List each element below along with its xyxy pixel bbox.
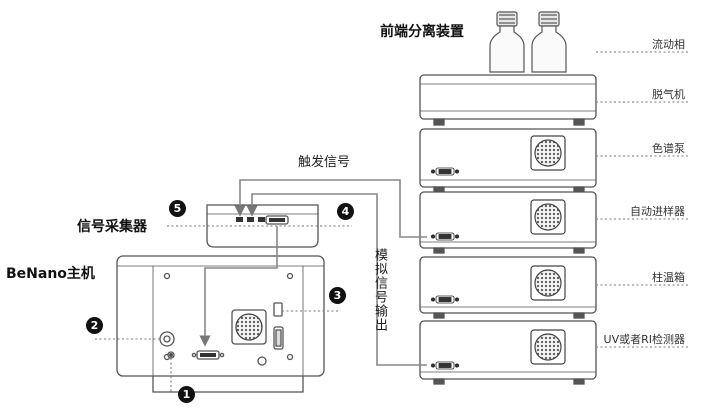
marker-5: 5: [169, 200, 186, 217]
column-oven-module: [419, 256, 597, 319]
marker-2: 2: [86, 317, 103, 334]
pump-module: [419, 128, 597, 193]
analog-output-cable: [246, 193, 427, 366]
module-label-autosampler: 自动进样器: [630, 205, 685, 218]
bottle-left: [489, 11, 525, 73]
module-label-pump: 色谱泵: [652, 142, 685, 155]
marker-3: 3: [329, 287, 346, 304]
module-label-mobile-phase: 流动相: [652, 38, 685, 51]
collector-to-host-cable: [199, 226, 278, 347]
signal-cables: [199, 179, 427, 366]
module-label-degasser: 脱气机: [652, 88, 685, 101]
benano-host-title: BeNano主机: [6, 266, 95, 282]
degasser-module: [419, 74, 597, 126]
module-label-detector: UV或者RI检测器: [603, 333, 685, 346]
detector-module: [419, 320, 597, 385]
trigger-signal-label: 触发信号: [298, 155, 351, 170]
module-fans: [530, 135, 566, 365]
signal-collector-title: 信号采集器: [77, 219, 147, 235]
module-label-column-oven: 柱温箱: [652, 271, 685, 284]
trigger-signal-cable: [234, 179, 427, 238]
marker-1: 1: [178, 386, 195, 403]
marker-4: 4: [337, 203, 354, 220]
benano-host-device: [116, 255, 325, 393]
bottle-right: [531, 11, 567, 73]
module-ports: [430, 167, 459, 370]
front-device-title: 前端分离装置: [380, 24, 464, 40]
autosampler-module: [419, 191, 597, 254]
leader-lines: [95, 51, 688, 392]
solvent-bottles: [489, 11, 567, 73]
analog-output-label: 模拟信号输出: [372, 248, 387, 332]
